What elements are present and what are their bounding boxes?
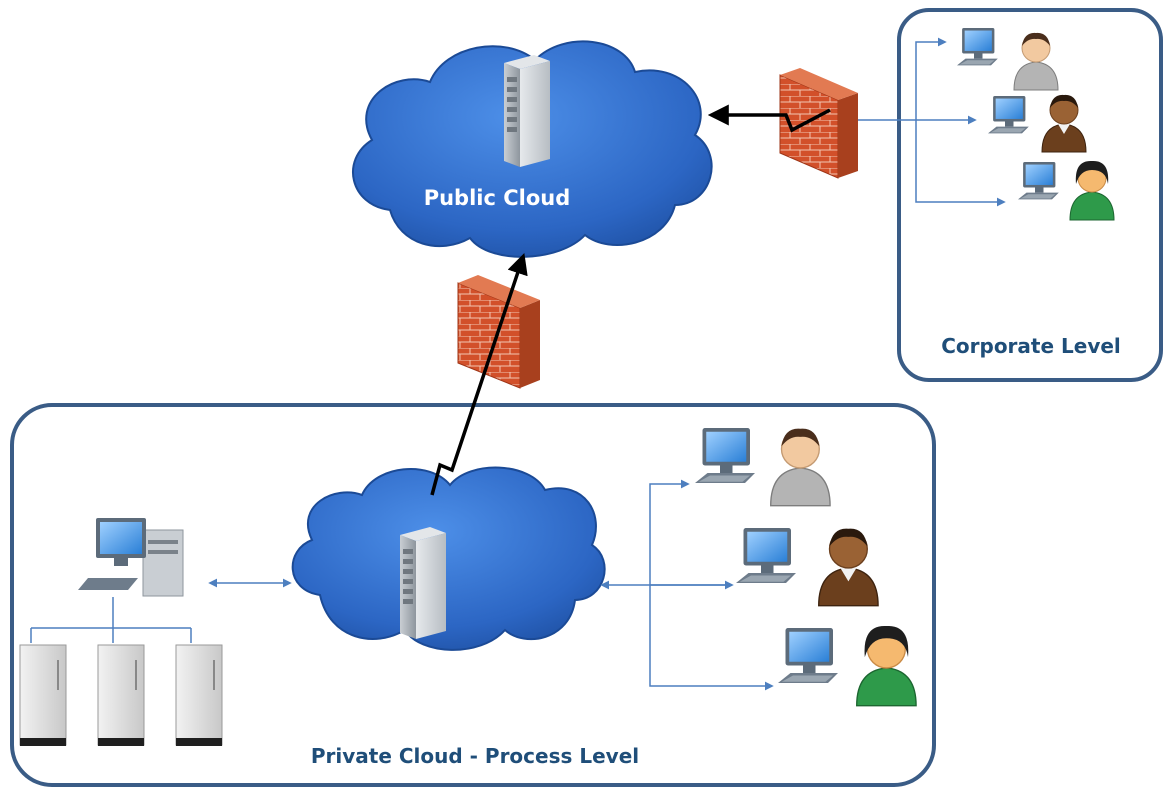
user-icon [1041, 94, 1087, 153]
corporate-level-label: Corporate Level [941, 334, 1121, 358]
desktop-computer-icon [78, 518, 184, 597]
private-cloud-server-icon [400, 527, 446, 639]
private-cloud-label: Private Cloud - Process Level [311, 744, 639, 768]
workstation-icon [778, 628, 838, 683]
workstation-icon [695, 428, 755, 483]
private-connectors [30, 479, 774, 691]
public-cloud-label: Public Cloud [424, 186, 571, 210]
corporate-connectors [858, 37, 1006, 207]
wan-link-corporate [707, 104, 831, 133]
corporate-level-zone [897, 8, 1163, 382]
workstation-icon [957, 28, 998, 66]
firewall-icon [779, 68, 858, 179]
public-cloud-server-icon [504, 55, 550, 167]
industrial-cabinet-icon [19, 644, 67, 746]
workstation-icon [736, 528, 796, 583]
industrial-cabinet-icon [97, 644, 145, 746]
industrial-cabinet-icon [175, 644, 223, 746]
user-icon [1069, 160, 1115, 221]
user-icon [1013, 32, 1059, 91]
user-icon [818, 527, 879, 607]
wan-link-private [430, 253, 528, 496]
workstation-icon [988, 96, 1029, 134]
user-icon [856, 625, 917, 707]
private-cloud-icon [291, 466, 606, 651]
user-icon [770, 427, 831, 507]
workstation-icon [1018, 162, 1059, 200]
